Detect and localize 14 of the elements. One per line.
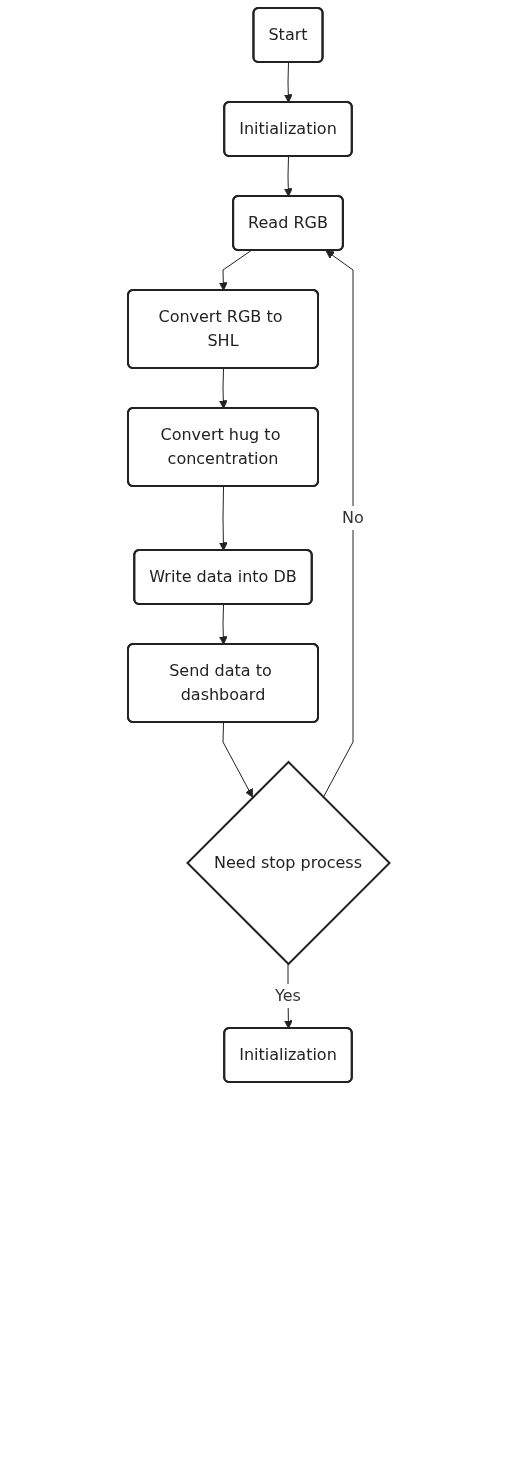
arrow: [323, 250, 354, 798]
edge-label: Yes: [275, 986, 302, 1006]
edge-label: No: [342, 508, 365, 527]
node-text: Convert RGB to SHL: [158, 307, 283, 350]
arrow: [222, 722, 254, 798]
arrow: [219, 486, 228, 551]
node-text: Send data to dashboard: [169, 661, 272, 704]
arrow: [219, 604, 228, 645]
arrow: [219, 250, 252, 291]
arrow: [284, 62, 293, 103]
arrow: [219, 368, 228, 409]
node-text: Convert hug to concentration: [160, 425, 281, 468]
node-diamond: Need stop process: [186, 760, 392, 966]
arrow: [284, 156, 293, 197]
